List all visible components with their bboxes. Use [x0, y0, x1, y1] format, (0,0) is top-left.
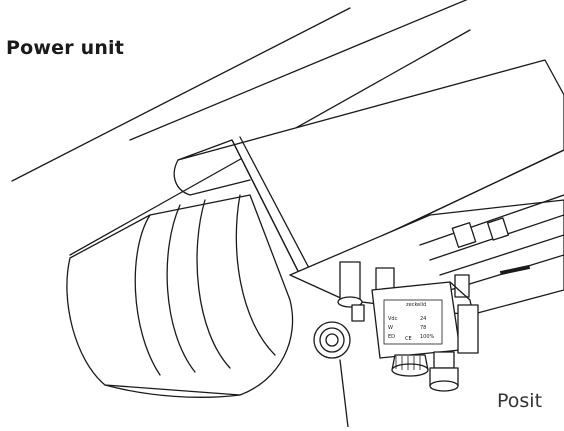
label-row-1: Vdc	[388, 316, 398, 322]
label-row-3: ED	[388, 334, 395, 340]
solenoid-valve-block: zeckelid Vdc W ED 24 78 100% CE	[371, 281, 479, 359]
valve-nut-left	[391, 354, 429, 377]
label-row-2: W	[388, 325, 393, 331]
motor-housing	[66, 194, 294, 398]
label-plate	[383, 299, 443, 345]
cover-plate	[173, 59, 564, 276]
callout-label: Posit	[497, 390, 543, 412]
callout-leader-line	[339, 359, 349, 428]
rail-line-back	[129, 0, 468, 141]
label-brand: zeckelid	[406, 302, 426, 308]
label-value-3: 100%	[420, 334, 435, 340]
valve-nut-right	[429, 351, 459, 392]
diagram-title: Power unit	[6, 37, 125, 59]
rail-line-upper	[11, 7, 351, 182]
round-connector	[313, 321, 351, 359]
label-mark: CE	[405, 336, 412, 342]
label-value-2: 78	[420, 325, 426, 331]
label-value-1: 24	[420, 316, 426, 322]
